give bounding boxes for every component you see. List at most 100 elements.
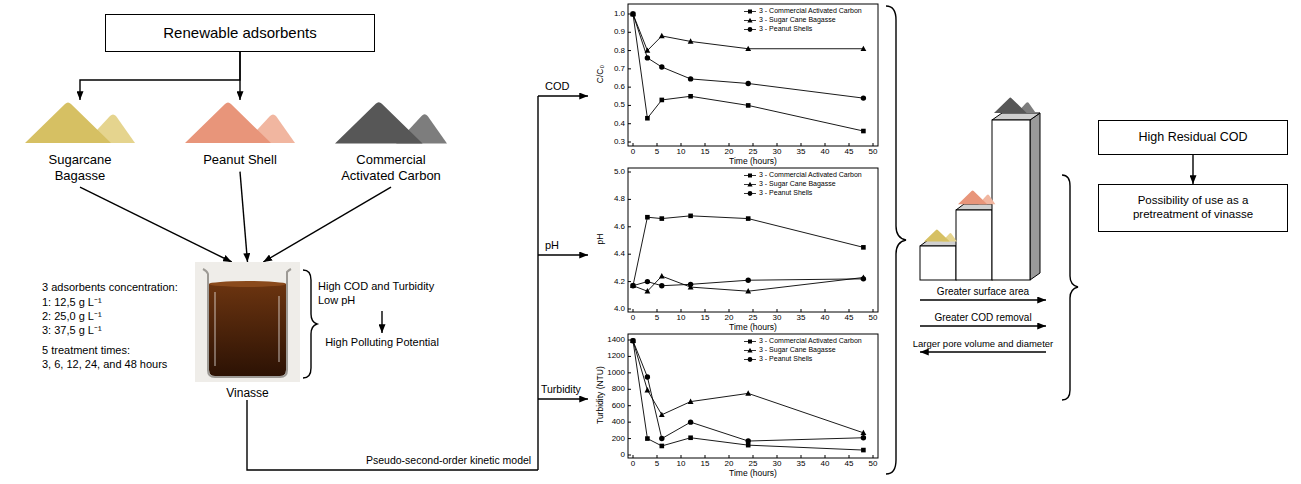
note-text: Greater COD removal <box>908 312 1058 324</box>
axis-label: 1.0 <box>601 9 625 19</box>
note-text: High COD and Turbidity <box>318 280 434 293</box>
axis-label: Time (hours) <box>703 468 803 478</box>
data-series <box>633 341 863 450</box>
axis-label: 0.6 <box>601 82 625 92</box>
photo-ground <box>195 262 300 382</box>
axis-label: 40 <box>813 147 837 157</box>
data-series <box>633 341 863 433</box>
axis-label: 0.5 <box>601 100 625 110</box>
pile-icon <box>924 229 957 241</box>
spacer <box>195 382 300 386</box>
flow-arrow <box>263 187 391 262</box>
note-text: Pseudo-second-order kinetic model <box>366 454 531 467</box>
triangle-marker <box>747 182 752 187</box>
note-text: 2: 25,0 g L⁻¹ <box>42 310 102 323</box>
data-series <box>633 341 863 441</box>
square-marker <box>861 245 866 250</box>
square-marker <box>861 448 866 453</box>
axis-label: 5 <box>645 459 669 469</box>
note-text: Greater surface area <box>908 286 1058 298</box>
flow-arrow <box>239 52 240 100</box>
note-text: 3: 37,5 g L⁻¹ <box>42 324 102 337</box>
axis-label: 45 <box>837 147 861 157</box>
pile-icon <box>994 98 1036 113</box>
axis-label: 4.6 <box>601 222 625 232</box>
legend-text: 3 - Commercial Activated Carbon <box>759 337 862 345</box>
axis-label: 30 <box>765 147 789 157</box>
node-title: Vinasse <box>195 386 300 400</box>
pile-shape <box>335 102 423 143</box>
circle-marker <box>746 81 751 86</box>
adsorbent-pile: Peanut Shell <box>185 100 295 168</box>
circle-marker <box>659 283 664 288</box>
pile-shape <box>25 103 111 144</box>
square-marker <box>748 174 752 178</box>
circle-marker <box>748 27 753 32</box>
axis-label: 10 <box>669 313 693 323</box>
axis-label: 0 <box>621 313 645 323</box>
line-chart <box>628 334 878 458</box>
arrow-line <box>538 254 588 255</box>
square-marker <box>746 103 751 108</box>
note-text: Larger pore volume and diameter <box>908 338 1058 349</box>
spacer <box>185 144 295 152</box>
arrow-line <box>920 351 1046 352</box>
arrow-line <box>538 95 588 96</box>
bar-top <box>992 113 1040 120</box>
legend-text: 3 - Sugar Cane Bagasse <box>759 346 836 354</box>
circle-marker <box>746 278 751 283</box>
data-series <box>633 14 863 131</box>
note-text: 3 adsorbents concentration: <box>42 281 178 294</box>
pile-shape <box>924 229 950 241</box>
axis-label: 5 <box>645 313 669 323</box>
plot-frame <box>628 4 878 146</box>
square-marker <box>645 436 650 441</box>
line-chart <box>628 4 878 146</box>
bar <box>992 113 1040 280</box>
triangle-marker <box>630 338 636 343</box>
triangle-marker <box>688 399 694 404</box>
circle-marker <box>861 435 866 440</box>
note-text: 1: 12,5 g L⁻¹ <box>42 296 102 309</box>
square-marker <box>660 444 665 449</box>
arrow-line <box>920 325 1046 326</box>
triangle-marker <box>745 288 751 293</box>
legend-text: 3 - Peanut Shells <box>759 25 812 33</box>
square-marker <box>688 435 693 440</box>
node-title: High Residual COD <box>1105 130 1281 145</box>
axis-ticks <box>628 14 873 146</box>
adsorbent-pile: Sugarcane Bagasse <box>25 100 135 183</box>
axis-label: 25 <box>741 147 765 157</box>
axis-label: 0.7 <box>601 64 625 74</box>
circle-marker <box>746 438 751 443</box>
spacer <box>335 144 447 152</box>
pile-shape <box>994 98 1027 113</box>
triangle-marker <box>861 46 867 51</box>
axis-label: 4.4 <box>601 249 625 259</box>
branch-label: Turbidity <box>541 383 581 396</box>
axis-label: 0.3 <box>601 137 625 147</box>
circle-marker <box>861 276 866 281</box>
axis-label: 0.8 <box>601 46 625 56</box>
arrow-line <box>538 398 588 399</box>
legend-text: 3 - Sugar Cane Bagasse <box>759 180 836 188</box>
axis-label: 1400 <box>601 335 625 345</box>
bar-front <box>920 246 956 280</box>
circle-marker <box>688 76 693 81</box>
spacer <box>25 144 135 152</box>
axis-label: 0 <box>601 450 625 460</box>
axis-label: 200 <box>601 434 625 444</box>
square-marker <box>748 10 752 14</box>
glass-highlight <box>215 292 279 366</box>
axis-label: 15 <box>693 459 717 469</box>
triangle-marker <box>745 46 751 51</box>
legend-text: 3 - Peanut Shells <box>759 189 812 197</box>
circle-marker <box>659 436 664 441</box>
axis-label: 20 <box>717 313 741 323</box>
vinasse-beaker: Vinasse <box>195 262 300 400</box>
triangle-marker <box>645 288 651 293</box>
node-title: Sugarcane Bagasse <box>25 152 135 183</box>
axis-label: 0 <box>621 459 645 469</box>
